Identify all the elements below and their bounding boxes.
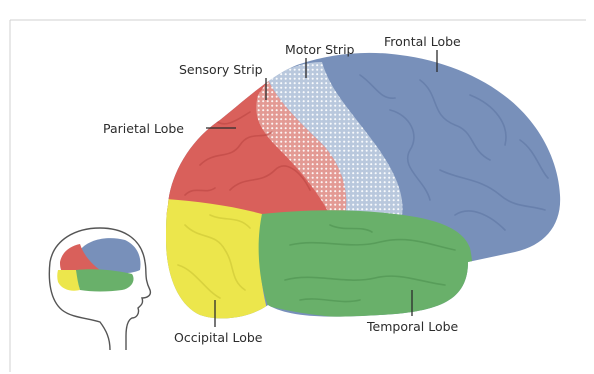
frontal-lobe-label: Frontal Lobe xyxy=(384,34,461,49)
main-brain xyxy=(150,40,570,340)
head-with-brain-icon xyxy=(49,228,150,350)
mini-temporal xyxy=(76,269,134,291)
motor-strip-label: Motor Strip xyxy=(285,42,355,57)
occipital-lobe-label: Occipital Lobe xyxy=(174,330,263,345)
sensory-strip-label: Sensory Strip xyxy=(179,62,263,77)
parietal-lobe-label: Parietal Lobe xyxy=(103,121,184,136)
temporal-lobe-region xyxy=(259,210,473,318)
temporal-lobe-label: Temporal Lobe xyxy=(366,319,459,334)
occipital-lobe-region xyxy=(150,198,266,340)
